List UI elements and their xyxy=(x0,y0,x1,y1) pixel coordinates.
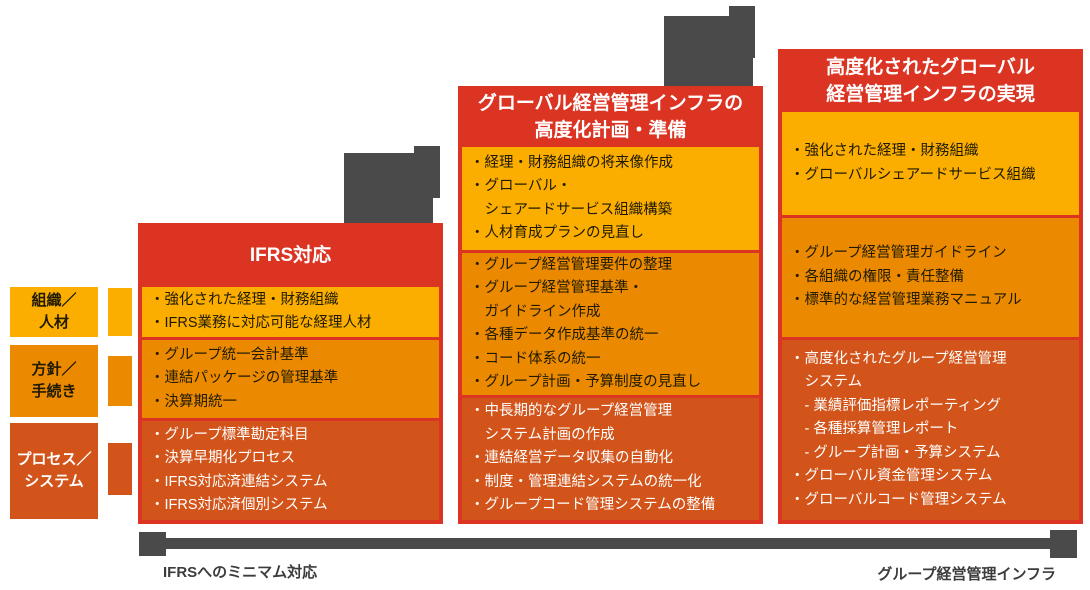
stair-step-icon xyxy=(729,6,755,58)
column-plan-preparation-body: ・経理・財務組織の将来像作成・グローバル・ シェアードサービス組織構築・人材育成… xyxy=(458,147,763,524)
row-connector-policy-procedure xyxy=(108,356,132,406)
column-plan-policy-section: ・グループ経営管理要件の整理・グループ経営管理基準・ ガイドライン作成・各種デー… xyxy=(462,250,759,395)
column-realization: 高度化されたグローバル経営管理インフラの実現 ・強化された経理・財務組織・グロー… xyxy=(778,49,1083,524)
column-plan-organization-section: ・経理・財務組織の将来像作成・グローバル・ シェアードサービス組織構築・人材育成… xyxy=(462,147,759,250)
row-connector-process-system xyxy=(108,443,132,495)
column-ifrs: IFRS対応 ・強化された経理・財務組織・IFRS業務に対応可能な経理人材 ・グ… xyxy=(138,223,443,524)
row-label-organization-personnel: 組織／人材 xyxy=(10,287,98,337)
column-realization-title: 高度化されたグローバル経営管理インフラの実現 xyxy=(778,49,1083,112)
column-realization-body: ・強化された経理・財務組織・グローバルシェアードサービス組織 ・グループ経営管理… xyxy=(778,112,1083,524)
timeline-right-cap xyxy=(1050,530,1077,558)
row-label-process-system: プロセス／システム xyxy=(10,423,98,519)
row-label-policy-procedure: 方針／手続き xyxy=(10,345,98,417)
column-ifrs-body: ・強化された経理・財務組織・IFRS業務に対応可能な経理人材 ・グループ統一会計… xyxy=(138,287,443,524)
column-plan-process-section: ・中長期的なグループ経営管理 システム計画の作成・連結経営データ収集の自動化・制… xyxy=(462,395,759,520)
timeline-left-cap xyxy=(139,532,166,556)
column-ifrs-process-section: ・グループ標準勘定科目・決算早期化プロセス・IFRS対応済連結システム・IFRS… xyxy=(142,418,439,520)
timeline-left-label: IFRSへのミニマム対応 xyxy=(163,564,318,581)
timeline-right-label: グループ経営管理インフラ xyxy=(877,566,1056,583)
column-ifrs-title: IFRS対応 xyxy=(138,223,443,287)
column-plan-preparation-title: グローバル経営管理インフラの高度化計画・準備 xyxy=(458,86,763,147)
column-plan-preparation: グローバル経営管理インフラの高度化計画・準備 ・経理・財務組織の将来像作成・グロ… xyxy=(458,86,763,524)
row-connector-organization-personnel xyxy=(108,288,132,336)
timeline-bar xyxy=(140,538,1077,549)
column-realization-organization-section: ・強化された経理・財務組織・グローバルシェアードサービス組織 xyxy=(782,112,1079,215)
column-realization-process-section: ・高度化されたグループ経営管理 システム - 業績評価指標レポーティング - 各… xyxy=(782,337,1079,520)
column-ifrs-organization-section: ・強化された経理・財務組織・IFRS業務に対応可能な経理人材 xyxy=(142,287,439,337)
stair-step-icon xyxy=(414,146,440,198)
column-ifrs-policy-section: ・グループ統一会計基準・連結パッケージの管理基準・決算期統一 xyxy=(142,337,439,418)
column-realization-policy-section: ・グループ経営管理ガイドライン・各組織の権限・責任整備・標準的な経営管理業務マニ… xyxy=(782,215,1079,337)
